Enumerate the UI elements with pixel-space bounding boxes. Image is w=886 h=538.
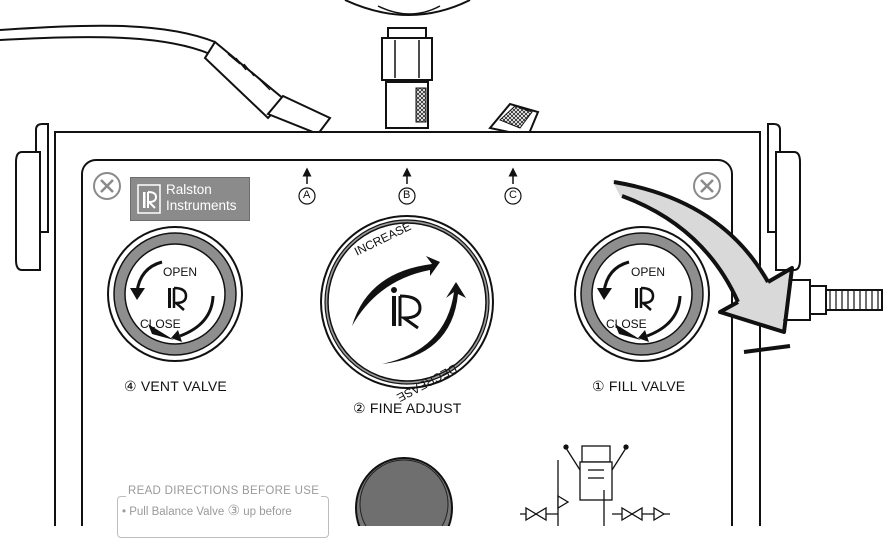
balance-valve-knob[interactable] <box>355 457 453 538</box>
logo-text: Ralston Instruments <box>166 182 237 214</box>
vent-close-label: CLOSE <box>140 317 181 331</box>
fill-valve-text: FILL VALVE <box>608 378 686 394</box>
brand-line-2: Instruments <box>166 198 237 213</box>
fill-valve-label: ① FILL VALVE <box>592 378 685 395</box>
vent-valve-number: ④ <box>124 378 137 394</box>
fine-adjust-text: FINE ADJUST <box>369 400 462 416</box>
directions-line-1-before: • Pull Balance Valve <box>122 506 228 518</box>
close-x-icon <box>93 172 121 200</box>
directions-line-1-after: up before <box>240 506 292 518</box>
directions-title: READ DIRECTIONS BEFORE USE <box>126 485 322 497</box>
port-a-arrow <box>298 167 316 205</box>
gauge-bottom <box>344 0 471 16</box>
fill-valve-knob[interactable] <box>574 226 710 362</box>
close-x-icon <box>693 172 721 200</box>
rotation-direction-arrow <box>612 180 794 354</box>
ralston-instruments-logo: Ralston Instruments <box>130 177 250 221</box>
ralston-logo-icon <box>137 184 161 214</box>
curved-arrow-icon <box>352 256 466 364</box>
fill-valve-number: ① <box>592 378 605 394</box>
pneumatic-schematic <box>520 444 670 526</box>
port-a-label: A <box>303 189 311 201</box>
vent-open-label: OPEN <box>163 265 198 279</box>
directions-line-1: • Pull Balance Valve ③ up before <box>122 502 292 519</box>
vent-valve-knob[interactable] <box>107 226 243 362</box>
fill-close-label: CLOSE <box>606 317 647 331</box>
fine-adjust-knob[interactable] <box>320 215 494 389</box>
port-b-arrow <box>398 167 416 205</box>
ralston-logo-icon <box>635 286 655 311</box>
rotate-arrow-icon <box>597 260 682 342</box>
port-c-label: C <box>509 189 517 201</box>
ralston-logo-icon <box>168 286 188 311</box>
hose <box>0 24 332 136</box>
vent-valve-text: VENT VALVE <box>140 378 227 394</box>
port-c-arrow <box>504 167 522 205</box>
brand-line-1: Ralston <box>166 182 212 197</box>
fine-adjust-number: ② <box>353 400 366 416</box>
rotate-arrow-icon <box>130 260 215 342</box>
fine-adjust-label: ② FINE ADJUST <box>353 400 462 417</box>
balance-valve-number: ③ <box>227 502 241 518</box>
fill-open-label: OPEN <box>631 265 666 279</box>
vent-valve-label: ④ VENT VALVE <box>124 378 227 395</box>
right-top-fitting <box>488 102 540 138</box>
directions-box: READ DIRECTIONS BEFORE USE • Pull Balanc… <box>117 485 329 538</box>
ralston-logo-icon <box>391 287 422 330</box>
port-b-label: B <box>403 189 411 201</box>
center-fitting <box>381 27 433 129</box>
